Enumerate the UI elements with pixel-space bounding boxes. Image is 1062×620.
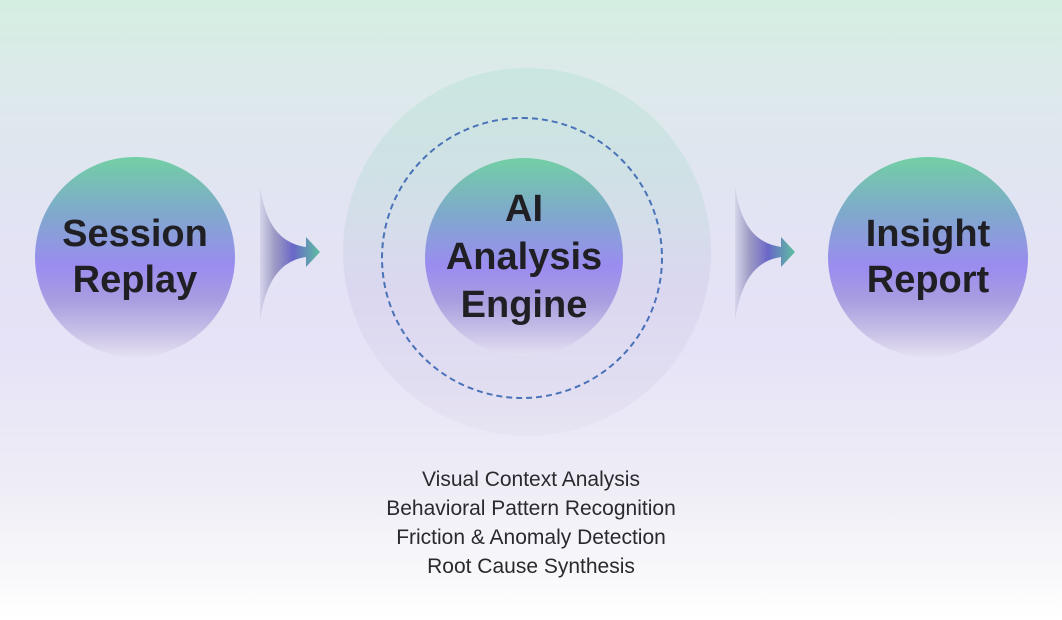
ai-analysis-engine-node: AI Analysis Engine [425, 158, 623, 356]
capability-item: Friction & Anomaly Detection [396, 526, 666, 549]
capabilities-list: Visual Context Analysis Behavioral Patte… [0, 465, 1062, 581]
capability-item: Visual Context Analysis [422, 468, 640, 491]
ai-analysis-engine-label: AI Analysis Engine [445, 188, 603, 326]
capability-item: Behavioral Pattern Recognition [386, 497, 676, 520]
flared-arrow-icon [260, 187, 320, 321]
insight-report-node: Insight Report [828, 157, 1028, 357]
session-replay-label: Session Replay [62, 213, 208, 301]
insight-report-label: Insight Report [865, 213, 991, 301]
session-replay-node: Session Replay [35, 157, 235, 357]
flared-arrow-icon [735, 187, 795, 321]
capability-item: Root Cause Synthesis [427, 555, 635, 578]
engine-dashed-ring [381, 117, 663, 399]
